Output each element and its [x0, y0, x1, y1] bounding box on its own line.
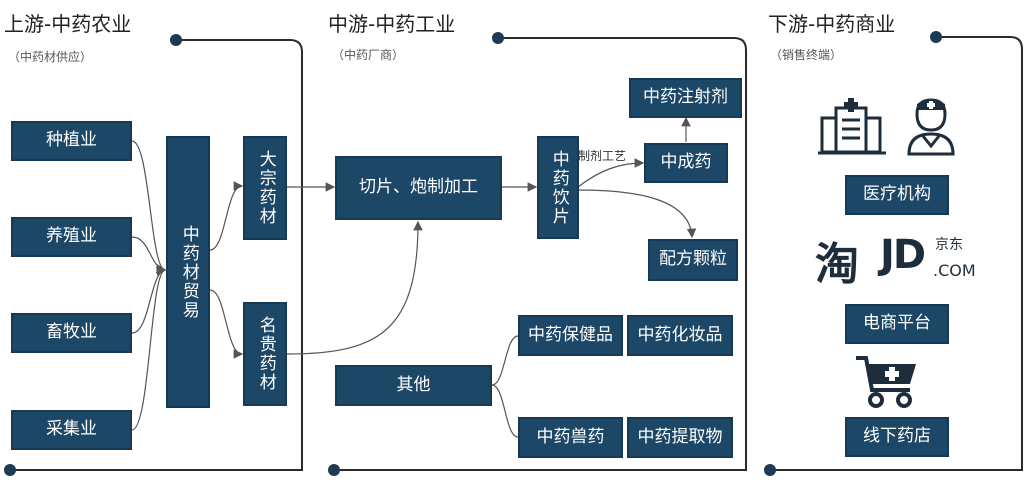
frame-dot [328, 464, 340, 476]
jd-chinese-text: 京东 [935, 237, 963, 253]
midstream-frame [334, 37, 747, 471]
processing-box: 切片、炮制加工 [335, 156, 502, 220]
veterinary-box: 中药兽药 [518, 417, 623, 458]
frame-dot [4, 464, 16, 476]
hospital-icon [818, 98, 886, 155]
patent-medicine-box: 中成药 [644, 143, 728, 183]
upstream-frame [10, 39, 303, 471]
extracts-box: 中药提取物 [627, 417, 733, 458]
downstream-frame [770, 36, 1023, 471]
medical-institutions-box: 医疗机构 [845, 175, 949, 215]
livestock-box: 畜牧业 [11, 313, 132, 353]
midstream-subtitle: （中药厂商） [332, 48, 405, 62]
frame-dot [170, 34, 182, 46]
frame-dot [764, 464, 776, 476]
formula-granules-box: 配方颗粒 [648, 239, 738, 281]
ecommerce-platform-box: 电商平台 [845, 304, 949, 344]
frame-dot [492, 32, 504, 44]
other-box: 其他 [335, 365, 492, 406]
frame-dot [930, 31, 942, 43]
health-products-box: 中药保健品 [518, 315, 623, 356]
jd-com-text: .COM [933, 261, 976, 280]
midstream-title: 中游-中药工业 [328, 12, 456, 36]
doctor-icon [907, 98, 955, 156]
taobao-logo: 淘 [815, 239, 859, 290]
precious-herbs-box: 名贵药材 [243, 302, 287, 406]
jd-logo: JD [880, 232, 926, 278]
downstream-title: 下游-中药商业 [768, 12, 896, 36]
offline-pharmacy-box: 线下药店 [845, 417, 949, 457]
injection-box: 中药注射剂 [629, 78, 742, 118]
downstream-subtitle: （销售终端） [770, 48, 843, 62]
decoction-pieces-box: 中药饮片 [537, 136, 579, 239]
upstream-title: 上游-中药农业 [4, 12, 132, 36]
bulk-herbs-box: 大宗药材 [243, 136, 287, 240]
shopping-cart-icon [856, 356, 916, 408]
process-label: 制剂工艺 [578, 149, 627, 163]
herb-trade-box: 中药材贸易 [166, 136, 210, 408]
cosmetics-box: 中药化妆品 [627, 315, 733, 356]
upstream-subtitle: （中药材供应） [8, 50, 93, 64]
aquaculture-box: 养殖业 [11, 217, 132, 257]
gathering-box: 采集业 [11, 410, 132, 450]
planting-box: 种植业 [11, 121, 132, 161]
